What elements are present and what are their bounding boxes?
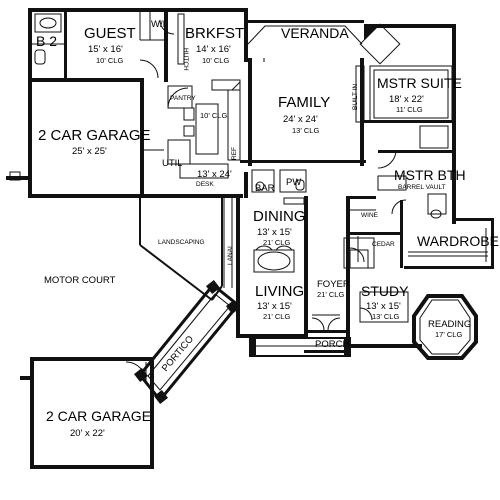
garage-1-details <box>6 149 164 181</box>
wardrobe-label: WARDROBE <box>417 233 499 249</box>
mstr-suite-label: MSTR SUITE <box>377 75 462 91</box>
kitchen-clg: 10' CLG <box>200 111 227 120</box>
barrel-vault-label: BARREL VAULT <box>398 184 446 191</box>
guest-dims: 15' x 16' <box>88 44 123 55</box>
brkfst-dims: 14' x 16' <box>196 44 231 55</box>
brkfst-label: BRKFST <box>185 25 244 42</box>
garage-1-dims: 25' x 25' <box>72 146 107 157</box>
family-clg: 13' CLG <box>292 126 319 135</box>
porch-label: PORCH <box>315 339 349 350</box>
veranda-label: VERANDA <box>281 25 349 41</box>
brkfst-clg: 10' CLG <box>202 56 229 65</box>
master-bath-fixtures <box>350 125 449 219</box>
reading-label: READING <box>428 319 471 330</box>
guest-closets <box>139 12 175 79</box>
reading-room <box>412 294 478 360</box>
lanai-label: LANAI <box>227 246 234 265</box>
living-label: LIVING <box>255 283 304 300</box>
kitchen-dims: 13' x 24' <box>197 169 232 180</box>
guest-label: GUEST <box>84 25 136 42</box>
wic-label: W/I <box>151 19 165 30</box>
study-dims: 13' x 15' <box>366 301 401 312</box>
mstr-suite-dims: 18' x 22' <box>389 94 424 105</box>
family-dims: 24' x 24' <box>283 114 318 125</box>
master-suite-fixtures <box>369 65 453 123</box>
hutch-label: HUTCH <box>182 48 189 71</box>
bath-2-label: B 2 <box>36 33 57 49</box>
hutch-detail <box>177 13 185 65</box>
pantry-label: PANTRY <box>170 95 196 102</box>
powder-label: PW <box>286 177 301 188</box>
ref-label: REF <box>231 147 238 160</box>
garage-2-label: 2 CAR GARAGE <box>46 408 151 424</box>
room-labels: B 2 GUEST 15' x 16' 10' CLG W/I BRKFST 1… <box>36 19 499 439</box>
landscaping-label: LANDSCAPING <box>158 239 205 246</box>
dining-clg: 21' CLG <box>263 238 290 247</box>
mstr-bth-label: MSTR BTH <box>394 167 466 183</box>
foyer-fixtures <box>311 237 375 331</box>
guest-clg: 10' CLG <box>96 56 123 65</box>
lanai-landscaping <box>139 196 233 301</box>
living-dims: 13' x 15' <box>257 301 292 312</box>
util-label: UTIL <box>162 158 183 169</box>
study-fixtures <box>359 291 409 323</box>
garage-1-label: 2 CAR GARAGE <box>38 127 151 144</box>
living-clg: 21' CLG <box>263 312 290 321</box>
wine-label: WINE <box>361 212 379 219</box>
dining-label: DINING <box>253 208 306 225</box>
desk-label: DESK <box>196 181 214 188</box>
cedar-label: CEDAR <box>372 241 395 248</box>
kitchen-fixtures <box>167 79 241 179</box>
motor-court-label: MOTOR COURT <box>44 275 116 286</box>
study-label: STUDY <box>361 283 409 299</box>
dining-living-fixtures <box>253 197 305 273</box>
bar-powder-fixtures <box>251 169 307 193</box>
reading-clg: 17' CLG <box>435 330 462 339</box>
garage-2-dims: 20' x 22' <box>70 428 105 439</box>
foyer-label: FOYER <box>317 279 350 290</box>
family-fixtures <box>247 23 401 123</box>
mstr-suite-clg: 11' CLG <box>396 105 423 114</box>
built-in-label: BUILT IN <box>352 84 359 110</box>
bath-2-fixtures <box>32 13 64 65</box>
study-clg: 13' CLG <box>372 312 399 321</box>
wardrobe-rods <box>357 228 488 262</box>
bar-label: BAR <box>255 183 275 194</box>
foyer-clg: 21' CLG <box>317 290 344 299</box>
porch-structure <box>249 337 351 357</box>
dining-dims: 13' x 15' <box>257 227 292 238</box>
garage-2-structure <box>20 357 154 469</box>
family-label: FAMILY <box>278 94 330 111</box>
